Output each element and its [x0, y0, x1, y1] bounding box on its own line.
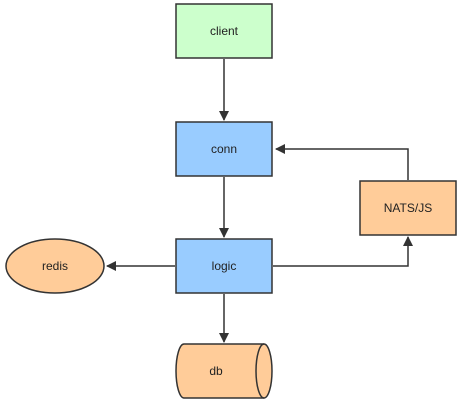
- node-db: [175, 343, 273, 399]
- node-client: [175, 3, 273, 59]
- edge-nats-conn: [275, 144, 409, 180]
- node-logic: [175, 238, 273, 294]
- edge-logic-nats: [273, 236, 413, 267]
- node-redis: [5, 238, 105, 294]
- node-conn: [175, 121, 273, 177]
- node-nats: [359, 180, 457, 236]
